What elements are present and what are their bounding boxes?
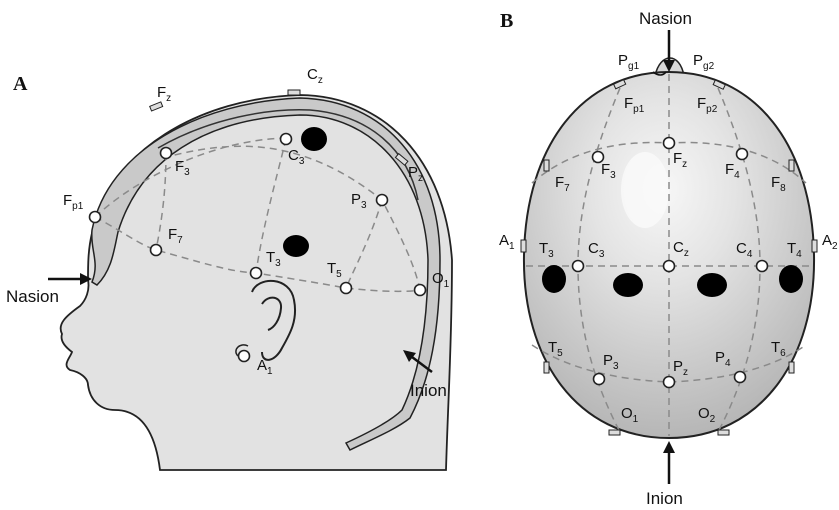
panel-b-letter: B xyxy=(500,10,513,32)
label-inion-b: Inion xyxy=(646,489,683,508)
electrode-b-c4 xyxy=(757,261,768,272)
electrode-a1 xyxy=(239,351,250,362)
electrode-t3 xyxy=(251,268,262,279)
activity-blob-t4 xyxy=(779,265,803,293)
tab-o1 xyxy=(609,430,620,435)
label-b-pg2: Pg2 xyxy=(693,52,715,72)
tab-t6 xyxy=(789,362,794,373)
activity-blob-t3 xyxy=(283,235,309,257)
panel-b-top-view: B xyxy=(499,9,838,508)
tab-a1 xyxy=(521,240,526,252)
label-nasion-a: Nasion xyxy=(6,287,59,306)
activity-blob-c3 xyxy=(613,273,643,297)
panel-a-side-view: A Fp1 Fz Cz xyxy=(6,66,452,470)
tab-f7 xyxy=(544,160,549,171)
label-b-a2: A2 xyxy=(822,232,838,252)
cap-tab-fz xyxy=(150,102,163,111)
panel-a-letter: A xyxy=(13,73,28,95)
electrode-b-c3 xyxy=(573,261,584,272)
label-nasion-b: Nasion xyxy=(639,9,692,28)
tab-f8 xyxy=(789,160,794,171)
label-inion-a: Inion xyxy=(410,381,447,400)
label-b-a1: A1 xyxy=(499,232,515,252)
cap-tab-cz xyxy=(288,90,300,95)
electrode-c3 xyxy=(281,134,292,145)
label-fz: Fz xyxy=(157,84,171,104)
electrode-b-pz xyxy=(664,377,675,388)
activity-blob-c3 xyxy=(301,127,327,151)
electrode-f3 xyxy=(161,148,172,159)
electrode-b-f4 xyxy=(737,149,748,160)
activity-blob-c4 xyxy=(697,273,727,297)
tab-o2 xyxy=(718,430,729,435)
label-cz: Cz xyxy=(307,66,323,86)
tab-t5 xyxy=(544,362,549,373)
electrode-t5 xyxy=(341,283,352,294)
electrode-b-fz xyxy=(664,138,675,149)
head-highlight xyxy=(621,152,669,228)
electrode-fp1 xyxy=(90,212,101,223)
label-fp1: Fp1 xyxy=(63,192,84,212)
tab-a2 xyxy=(812,240,817,252)
electrode-o1 xyxy=(415,285,426,296)
arrow-inion-b-head xyxy=(663,441,675,453)
electrode-b-p3 xyxy=(594,374,605,385)
activity-blob-t3 xyxy=(542,265,566,293)
electrode-b-p4 xyxy=(735,372,746,383)
electrode-f7 xyxy=(151,245,162,256)
electrode-b-cz xyxy=(664,261,675,272)
label-b-pg1: Pg1 xyxy=(618,52,640,72)
electrode-p3 xyxy=(377,195,388,206)
